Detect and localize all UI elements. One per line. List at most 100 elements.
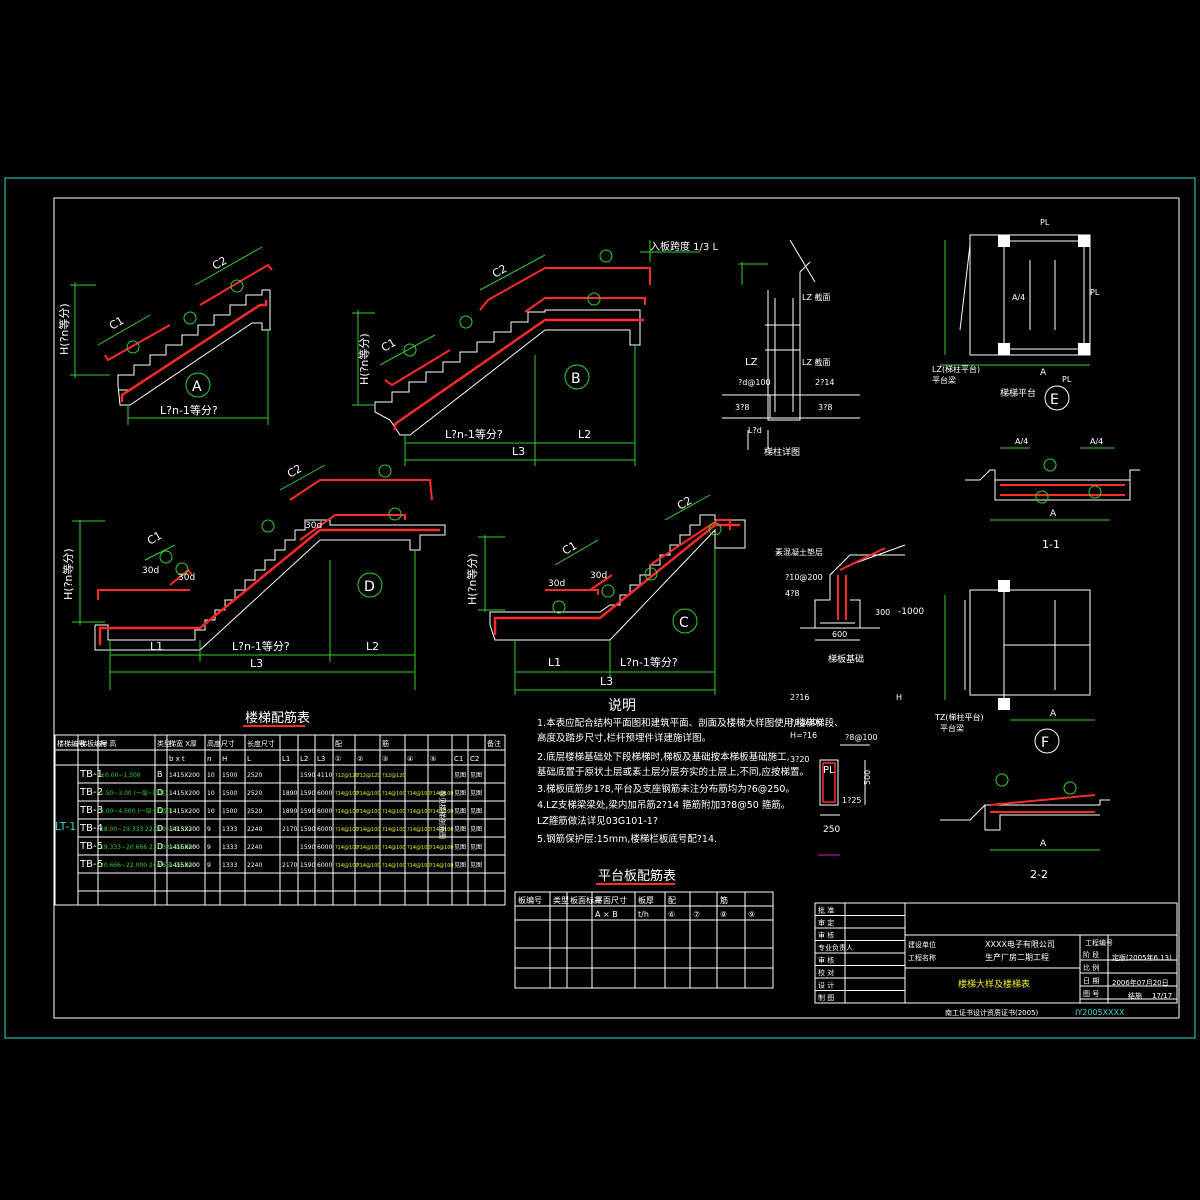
- table-cell-elev: 20.666~22.000 24.666~26.000: [100, 862, 196, 869]
- table-cell-c1: 见图: [454, 826, 466, 833]
- label-f: F: [1041, 735, 1049, 751]
- inner-frame: [53, 197, 1180, 1019]
- plat-pl3: PL: [1062, 375, 1072, 384]
- lz-c: 3?8: [735, 403, 749, 412]
- beam-g: 1?25: [842, 796, 862, 805]
- label-l3-b: L3: [512, 445, 525, 458]
- label-30d-d2: 30d: [178, 573, 195, 583]
- table-cell-r5: ?14@100: [430, 845, 454, 851]
- table-header: ⑧: [720, 910, 727, 919]
- note-line-1: 高度及踏步尺寸,栏杆预埋件详建施详图。: [537, 732, 711, 744]
- table-cell-l: 2520: [247, 808, 262, 815]
- plat-pl1: PL: [1040, 218, 1050, 227]
- table-cell-l1: 1890: [282, 790, 297, 797]
- found-b: ?10@200: [785, 573, 823, 582]
- table-cell-r3: ?14@100: [382, 845, 406, 851]
- table-cell-l2: 1590: [300, 790, 315, 797]
- table-cell-n: 9: [207, 826, 211, 833]
- table-cell-r5: ?14@100: [430, 809, 454, 815]
- table-cell-tb: TB-6: [79, 859, 103, 870]
- tb-company: XXXX电子有限公司: [985, 939, 1055, 949]
- label-c1-c: C1: [560, 539, 579, 558]
- table-cell-tb: TB-4: [79, 823, 103, 834]
- plat-a: A: [1040, 368, 1047, 378]
- tb-right-label: 日 期: [1083, 977, 1099, 985]
- beam-h: 250: [823, 825, 840, 835]
- table-header: 梯宽 X厚: [169, 739, 197, 748]
- table-cell-type: D: [157, 860, 163, 869]
- label-c2-a: C2: [210, 254, 229, 273]
- table-cell-r3: ?12@120: [382, 773, 406, 779]
- sec22-a: A: [1040, 839, 1047, 849]
- tb-left-label: 设 计: [818, 981, 834, 990]
- table-cell-h: 1333: [222, 862, 237, 869]
- table-header: 类型: [157, 739, 171, 748]
- table-header: n: [207, 755, 211, 763]
- found-d: 600: [832, 630, 847, 639]
- table-cell-n: 10: [207, 808, 215, 815]
- stair-detail-a: A C1 C2 H(?n等分) L?n-1等分?: [57, 246, 273, 425]
- found-f: -1000: [898, 607, 924, 617]
- table-header: 类型: [553, 895, 569, 905]
- tb-left-label: 专业负责人: [818, 943, 853, 952]
- table-cell-l3: 6000: [317, 790, 332, 797]
- tb-sheet: 17/17: [1152, 992, 1172, 1000]
- note-line-0: 1.本表应配合结构平面图和建筑平面、剖面及楼梯大样图使用,楼梯梯段、: [537, 717, 844, 729]
- label-h-b: H(?n等分): [357, 333, 371, 385]
- table-cell-bt: 1415X200: [169, 844, 200, 851]
- table-header: 配: [335, 740, 342, 748]
- table-cell-r1: ?14@100: [335, 845, 359, 851]
- outer-frame: [4, 177, 1196, 1039]
- label-e: E: [1050, 392, 1059, 408]
- table-header: L2: [300, 755, 308, 763]
- table-header: L3: [317, 755, 325, 763]
- table-cell-r4: ?14@100: [407, 791, 431, 797]
- table-header: ②: [357, 755, 363, 763]
- tb-mid-b: 工程名称: [908, 953, 936, 962]
- notes-block: 说明 1.本表应配合结构平面图和建筑平面、剖面及楼梯大样图使用,楼梯梯段、 高度…: [537, 698, 844, 845]
- table-cell-r3: ?14@100: [382, 791, 406, 797]
- table-header: L1: [282, 755, 290, 763]
- table-cell-c2: 见图: [470, 790, 482, 797]
- label-c2-b: C2: [490, 262, 509, 281]
- sec11-a: A: [1050, 509, 1057, 519]
- plat-pl2: PL: [1090, 288, 1100, 297]
- tb-date: 2006年07月20日: [1112, 978, 1169, 987]
- table-cell-n: 10: [207, 790, 215, 797]
- note-line-2: 2.底层楼梯基础处下段梯梯时,梯板及基础按本梯板基础施工,: [537, 751, 790, 763]
- plat-a4: A/4: [1012, 293, 1025, 302]
- table-cell-r3: ?14@100: [382, 863, 406, 869]
- label-30d-c2: 30d: [590, 571, 607, 581]
- table-cell-r2: ?14@100: [357, 809, 381, 815]
- tb-right-a: 工程编号: [1085, 938, 1113, 947]
- label-a: A: [192, 379, 202, 395]
- sec11-title: 1-1: [1042, 538, 1060, 551]
- title-block-right-rows: 阶 段比 例日 期图 号: [1080, 935, 1177, 1003]
- stair-detail-c: C L1 L?n-1等分? L3 H(?n等分) C1 C2 30d 30d: [465, 494, 746, 695]
- table-header: t/h: [638, 910, 649, 919]
- table-cell-r5: ?14@100: [430, 827, 454, 833]
- table-header: ④: [407, 755, 413, 763]
- label-l2-b: L2: [578, 428, 591, 441]
- tb-left-label: 校 对: [818, 968, 834, 977]
- table-cell-l: 2240: [247, 826, 262, 833]
- note-line-6: LZ箍筋做法详见03G101-1?: [537, 815, 658, 827]
- label-top-third: 入板跨度 1/3 L: [650, 240, 718, 253]
- label-l-a: L?n-1等分?: [160, 403, 218, 417]
- tb-left-label: 审 核: [818, 956, 834, 965]
- table-header: 配: [668, 896, 676, 905]
- lz-mid: LZ 截面: [802, 357, 830, 367]
- plat-tz2: 平台梁: [932, 375, 956, 385]
- table-cell-c2: 见图: [470, 844, 482, 851]
- table-header: 板编号: [518, 895, 542, 905]
- stair-detail-d: D L1 L?n-1等分? L2 L3 H(?n等分) C1 C2 30d 30…: [61, 462, 446, 690]
- table-cell-l2: 1590: [300, 772, 315, 779]
- tb-left-label: 审 定: [818, 918, 834, 927]
- tb-drawing: 楼梯大样及楼梯表: [958, 978, 1030, 990]
- table-header: C1: [454, 755, 463, 763]
- found-title: 梯板基础: [828, 653, 864, 665]
- label-l3-d: L3: [250, 657, 263, 670]
